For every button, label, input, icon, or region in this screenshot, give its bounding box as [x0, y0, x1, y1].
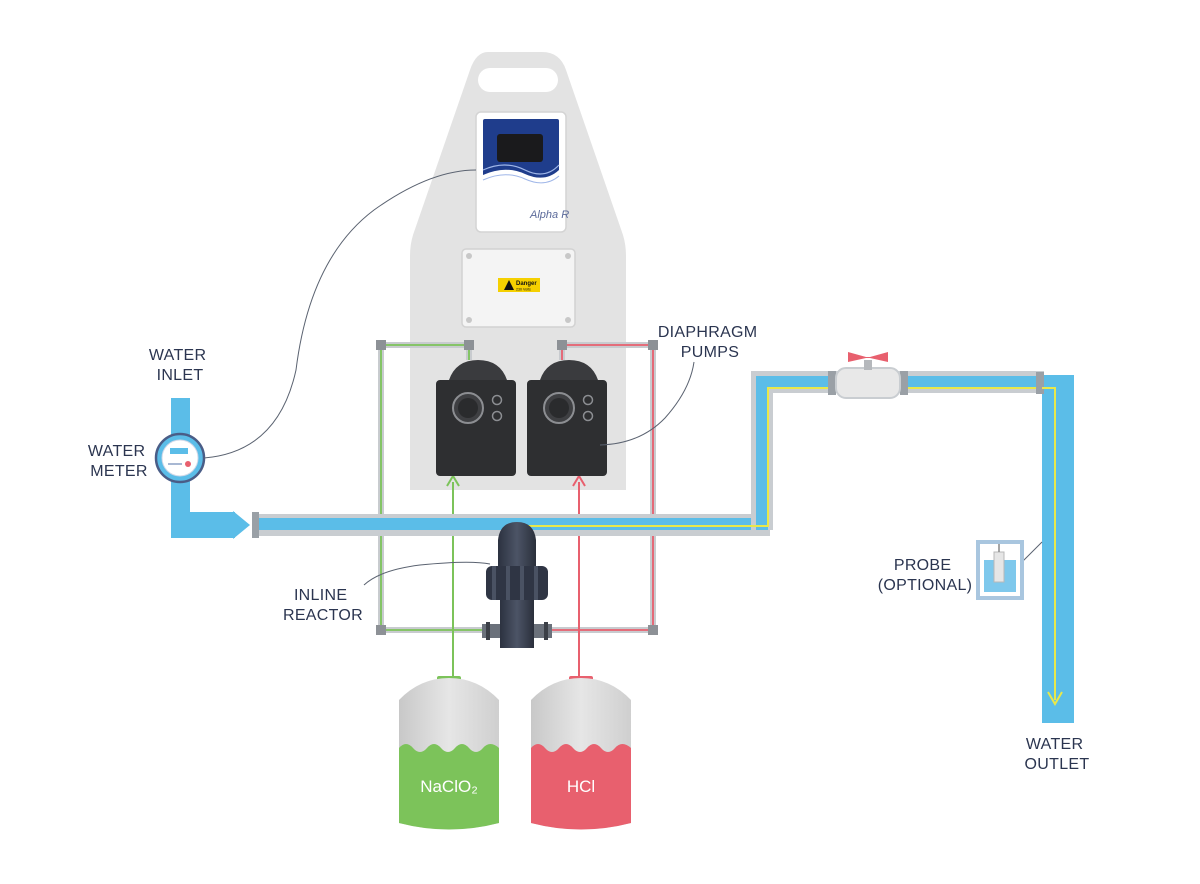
- diaphragm-pumps-label: DIAPHRAGM PUMPS: [658, 324, 762, 361]
- warning-sticker: Danger 230 Volts: [498, 278, 540, 292]
- tank-hcl-label: HCl: [567, 777, 595, 796]
- tank-naclo2: NaClO₂: [399, 676, 499, 830]
- probe-line1: PROBE: [894, 557, 952, 574]
- diaphragm-pumps-line2: PUMPS: [681, 344, 739, 361]
- chemical-lines: [376, 340, 658, 680]
- panel-handle-hole: [478, 68, 558, 92]
- water-meter: [154, 432, 206, 484]
- warning-sticker-title: Danger: [516, 281, 537, 287]
- inline-reactor-line2: REACTOR: [283, 607, 363, 624]
- water-outlet-label: WATER OUTLET: [1025, 736, 1090, 773]
- flow-arrow-icon: [233, 511, 250, 539]
- flow-arrow-icon: [1047, 691, 1063, 706]
- water-inlet-line1: WATER: [149, 347, 207, 364]
- inline-reactor: [482, 522, 552, 648]
- inline-reactor-line1: INLINE: [294, 587, 347, 604]
- leader-lines: [203, 169, 695, 586]
- controller-display: [497, 134, 543, 162]
- water-outlet-line2: OUTLET: [1025, 756, 1090, 773]
- water-outlet-line1: WATER: [1026, 736, 1084, 753]
- controller-unit: Alpha R: [475, 111, 569, 233]
- inline-reactor-label: INLINE REACTOR: [283, 587, 363, 624]
- water-inlet-line2: INLET: [157, 367, 204, 384]
- diaphragm-pump-right: [527, 360, 607, 476]
- water-inlet-label: WATER INLET: [149, 347, 211, 384]
- electrical-junction-box: Danger 230 Volts: [461, 248, 576, 328]
- tank-naclo2-label: NaClO₂: [420, 777, 478, 796]
- water-outlet-pipe: [1036, 372, 1074, 723]
- probe-line2: (OPTIONAL): [878, 577, 973, 594]
- tank-hcl: HCl: [531, 676, 631, 830]
- probe-label: PROBE (OPTIONAL): [878, 557, 973, 594]
- diaphragm-pumps-line1: DIAPHRAGM: [658, 324, 758, 341]
- shutoff-valve: [828, 352, 908, 399]
- warning-sticker-subtitle: 230 Volts: [516, 288, 531, 292]
- water-meter-line1: WATER: [88, 443, 146, 460]
- warning-triangle-icon: [504, 280, 514, 290]
- water-meter-line2: METER: [90, 463, 148, 480]
- probe-assembly: [976, 540, 1043, 600]
- water-meter-label: WATER METER: [88, 443, 150, 480]
- controller-brand: Alpha R: [529, 209, 569, 221]
- diaphragm-pump-left: [436, 360, 516, 476]
- valve-handle-icon: [848, 352, 888, 362]
